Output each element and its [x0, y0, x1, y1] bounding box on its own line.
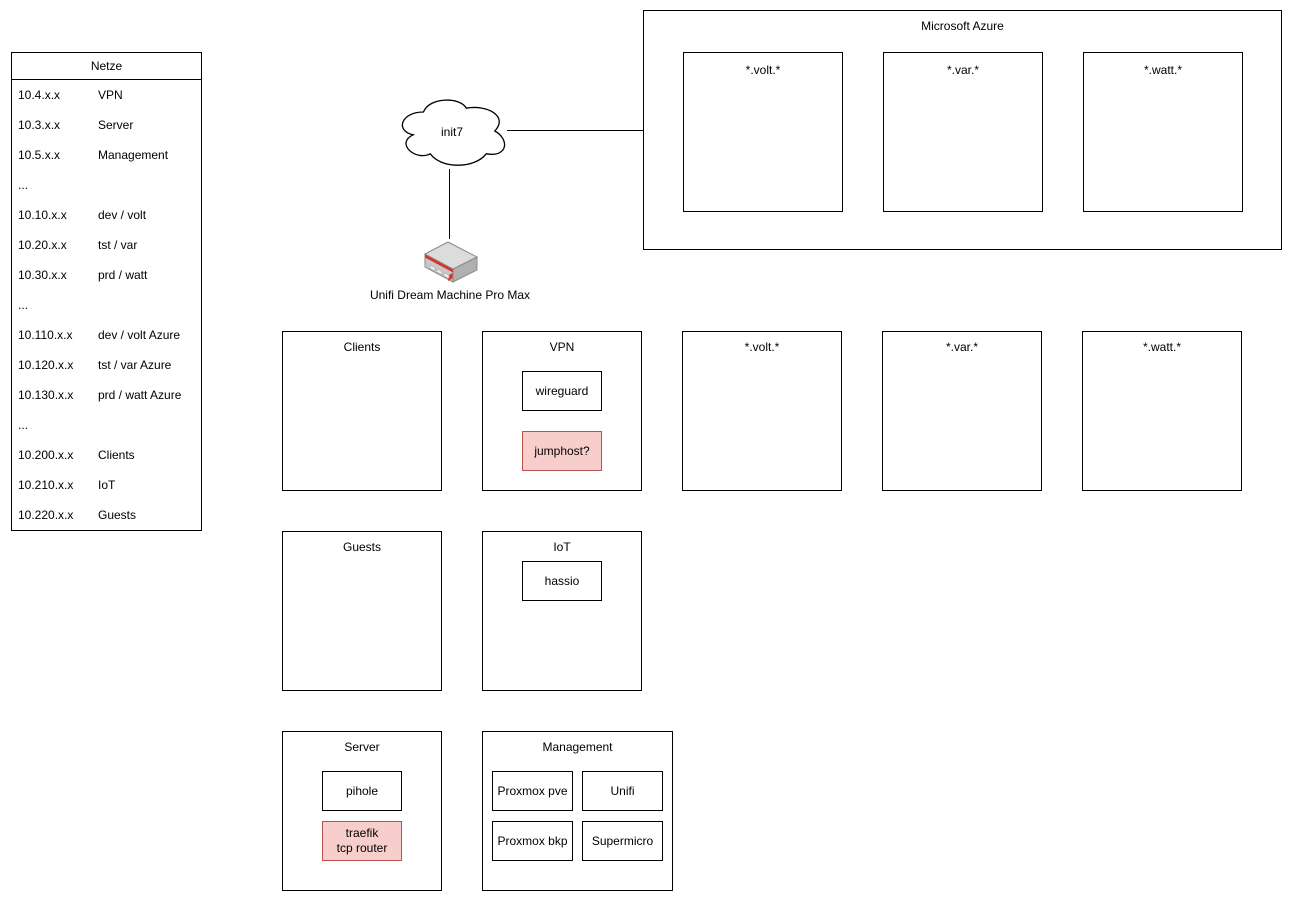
netze-row-name: tst / var Azure: [98, 358, 172, 372]
netze-row-name: prd / watt Azure: [98, 388, 182, 402]
azure-watt-box: *.watt.*: [1083, 52, 1243, 212]
netze-row: 10.4.x.x VPN: [12, 80, 201, 110]
netze-row-name: prd / watt: [98, 268, 148, 282]
netze-row-name: tst / var: [98, 238, 138, 252]
netze-row-ip: 10.220.x.x: [18, 508, 74, 522]
azure-title: Microsoft Azure: [921, 19, 1004, 33]
netze-row-name: Guests: [98, 508, 137, 522]
netze-row-name: dev / volt Azure: [98, 328, 181, 342]
server-label: Server: [344, 740, 380, 754]
lan-var-label: *.var.*: [945, 340, 978, 354]
netze-row-name: Management: [98, 148, 169, 162]
netze-row-ip: 10.30.x.x: [18, 268, 67, 282]
netze-row-ip: ...: [18, 298, 29, 312]
azure-volt-label: *.volt.*: [745, 63, 781, 77]
management-label: Management: [542, 740, 613, 754]
netze-row: 10.110.x.x dev / volt Azure: [12, 320, 201, 350]
router-label: Unifi Dream Machine Pro Max: [369, 288, 531, 302]
clients-box: Clients: [282, 331, 442, 491]
azure-volt-box: *.volt.*: [683, 52, 843, 212]
netze-row-name: IoT: [98, 478, 116, 492]
cloud-label: init7: [440, 125, 463, 139]
netze-row-ip: 10.4.x.x: [18, 88, 61, 102]
pihole-node: pihole: [322, 771, 402, 811]
clients-label: Clients: [343, 340, 381, 354]
supermicro-node: Supermicro: [582, 821, 663, 861]
hassio-node: hassio: [522, 561, 602, 601]
netze-row-ip: 10.200.x.x: [18, 448, 74, 462]
netze-row: ...: [12, 170, 201, 200]
netze-row-ip: 10.5.x.x: [18, 148, 61, 162]
lan-var-box: *.var.*: [882, 331, 1042, 491]
netze-row-ip: 10.210.x.x: [18, 478, 74, 492]
azure-container: Microsoft Azure *.volt.* *.var.* *.watt.…: [643, 10, 1282, 250]
netze-row-ip: 10.130.x.x: [18, 388, 74, 402]
lan-watt-label: *.watt.*: [1142, 340, 1181, 354]
netze-table: Netze 10.4.x.x VPN 10.3.x.x Server 10.5.…: [11, 52, 202, 531]
lan-volt-box: *.volt.*: [682, 331, 842, 491]
netze-row: 10.30.x.x prd / watt: [12, 260, 201, 290]
vpn-box: VPN wireguard jumphost?: [482, 331, 642, 491]
netze-row-ip: 10.120.x.x: [18, 358, 74, 372]
netze-row: 10.200.x.x Clients: [12, 440, 201, 470]
cloud-icon: [401, 99, 506, 166]
netze-row-ip: 10.10.x.x: [18, 208, 67, 222]
azure-var-box: *.var.*: [883, 52, 1043, 212]
proxmox-pve-node: Proxmox pve: [492, 771, 573, 811]
connector-cloud-azure: [507, 130, 643, 131]
netze-row: 10.210.x.x IoT: [12, 470, 201, 500]
connector-cloud-router: [449, 169, 450, 239]
server-box: Server pihole traefik tcp router: [282, 731, 442, 891]
netze-row-ip: ...: [18, 418, 29, 432]
netze-row-name: VPN: [98, 88, 123, 102]
netze-table-title: Netze: [12, 53, 201, 80]
router-icon: [423, 241, 479, 283]
netze-row: 10.5.x.x Management: [12, 140, 201, 170]
netze-row: ...: [12, 410, 201, 440]
jumphost-node: jumphost?: [522, 431, 602, 471]
traefik-node: traefik tcp router: [322, 821, 402, 861]
guests-box: Guests: [282, 531, 442, 691]
lan-watt-box: *.watt.*: [1082, 331, 1242, 491]
netze-row-ip: 10.110.x.x: [18, 328, 73, 342]
netze-row-ip: 10.20.x.x: [18, 238, 67, 252]
netze-row-ip: ...: [18, 178, 29, 192]
management-box: Management Proxmox pve Unifi Proxmox bkp…: [482, 731, 673, 891]
iot-box: IoT hassio: [482, 531, 642, 691]
netze-row-name: dev / volt: [98, 208, 147, 222]
lan-volt-label: *.volt.*: [744, 340, 780, 354]
netze-row: 10.20.x.x tst / var: [12, 230, 201, 260]
iot-label: IoT: [553, 540, 571, 554]
azure-watt-label: *.watt.*: [1143, 63, 1182, 77]
proxmox-bkp-node: Proxmox bkp: [492, 821, 573, 861]
vpn-label: VPN: [549, 340, 575, 354]
netze-row-name: Clients: [98, 448, 135, 462]
netze-row-ip: 10.3.x.x: [18, 118, 61, 132]
init7-cloud: init7: [395, 92, 509, 172]
netze-row: 10.120.x.x tst / var Azure: [12, 350, 201, 380]
netze-row: 10.3.x.x Server: [12, 110, 201, 140]
netze-row: 10.220.x.x Guests: [12, 500, 201, 530]
unifi-node: Unifi: [582, 771, 663, 811]
netze-row: 10.10.x.x dev / volt: [12, 200, 201, 230]
netze-row-name: Server: [98, 118, 134, 132]
netze-row: ...: [12, 290, 201, 320]
netze-row: 10.130.x.x prd / watt Azure: [12, 380, 201, 410]
wireguard-node: wireguard: [522, 371, 602, 411]
azure-var-label: *.var.*: [946, 63, 979, 77]
guests-label: Guests: [342, 540, 381, 554]
